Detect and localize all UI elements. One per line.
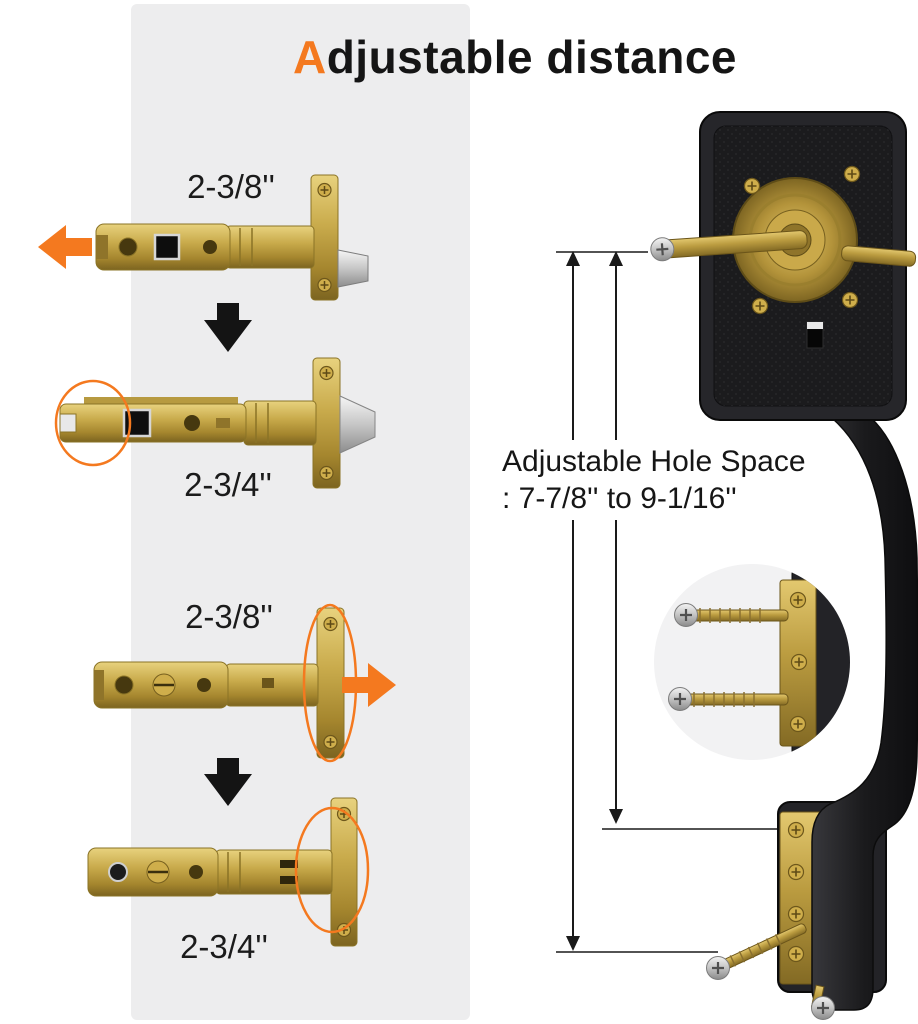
handleset-art — [556, 111, 918, 1021]
latch-length-label-2: 2-3/4'' — [184, 466, 272, 503]
black-down-arrow-icon-2 — [204, 758, 252, 806]
latch-length-label-3: 2-3/8'' — [185, 598, 273, 635]
latch-photo-2 — [54, 357, 376, 489]
title-rest: djustable distance — [326, 31, 738, 83]
orange-left-arrow-icon — [38, 225, 92, 269]
dimension-arrows — [556, 251, 788, 953]
page-title: Adjustable distance — [115, 30, 915, 84]
latch-length-label-4: 2-3/4'' — [180, 928, 268, 965]
orange-right-arrow-icon — [342, 663, 396, 707]
hole-space-line2: : 7-7/8'' to 9-1/16'' — [502, 482, 737, 515]
exterior-plate — [648, 111, 917, 421]
latch-photo-4 — [87, 797, 370, 947]
orange-highlight-ellipse-3 — [294, 806, 370, 934]
latch-photo-1 — [95, 174, 369, 301]
black-down-arrow-icon-1 — [204, 303, 252, 352]
hole-space-annotation: Adjustable Hole Space : 7-7/8'' to 9-1/1… — [494, 440, 814, 520]
spindle-rod — [648, 230, 808, 263]
orange-highlight-ellipse-1 — [54, 379, 132, 467]
title-accent-letter: A — [292, 31, 327, 83]
latch-photo-3 — [93, 603, 358, 763]
mount-screws — [705, 923, 836, 1021]
latch-length-label-1: 2-3/8'' — [187, 168, 275, 205]
hole-space-line1: Adjustable Hole Space — [502, 445, 806, 478]
side-rod — [841, 245, 917, 267]
zoom-inset — [654, 564, 850, 760]
latch-comparison-art — [38, 174, 396, 947]
